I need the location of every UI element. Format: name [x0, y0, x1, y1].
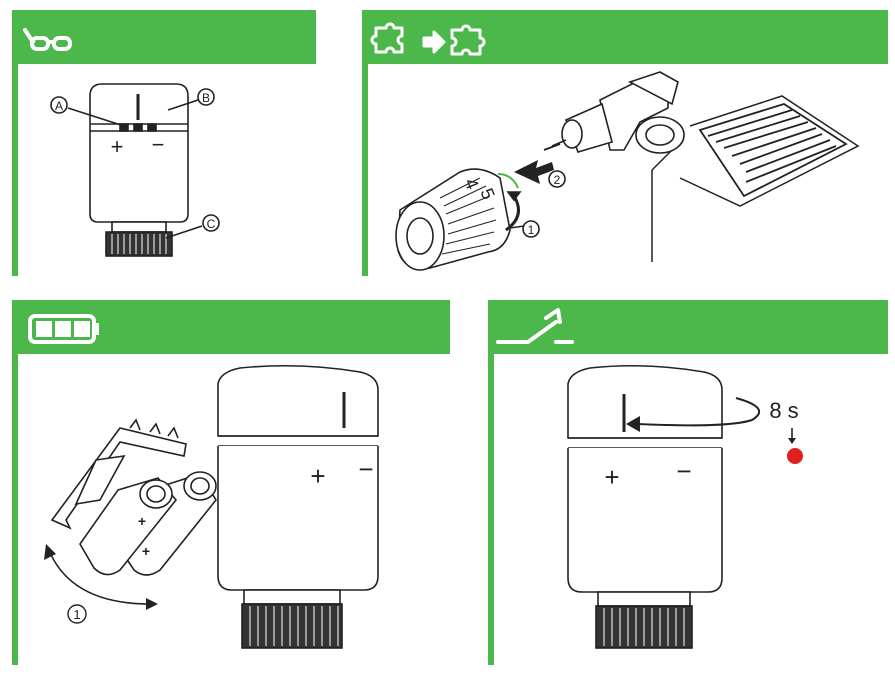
- arrowhead-icon: [44, 544, 56, 560]
- scale-minus: −: [152, 132, 165, 157]
- panel-reset-frame: [488, 300, 888, 665]
- thermostat-battery: [217, 364, 379, 649]
- callout-c: C: [207, 217, 216, 231]
- polarity-plus-2: +: [142, 543, 150, 559]
- panel-side-bar: [488, 350, 494, 665]
- battery-cover-illustration: [50, 418, 187, 530]
- scale-plus: +: [604, 462, 619, 492]
- arrowhead-icon: [788, 438, 796, 444]
- callout-a: A: [55, 99, 63, 113]
- scale-minus: −: [358, 454, 373, 484]
- glasses-icon: [23, 28, 72, 51]
- thermostat-reset: [567, 364, 723, 649]
- arrowhead-icon: [146, 598, 158, 610]
- step-1-marker: 1: [528, 223, 535, 237]
- hold-time-label: 8 s: [769, 398, 798, 423]
- panel-installation-frame: [362, 10, 888, 276]
- radiator-illustration: [651, 95, 860, 262]
- scale-minus: −: [676, 456, 691, 486]
- callout-b: B: [202, 91, 210, 105]
- rotation-arrow-icon: [47, 547, 151, 605]
- panel-side-bar: [362, 60, 368, 276]
- battery-full-icon: [28, 314, 99, 344]
- scale-plus: +: [111, 134, 124, 159]
- battery-cells-illustration: [79, 471, 217, 576]
- battery-step-1-marker: 1: [73, 607, 80, 622]
- push-arrow-icon: [514, 143, 561, 184]
- valve-illustration: [551, 71, 685, 154]
- step-2-marker: 2: [554, 173, 561, 187]
- panel-header-bar: [362, 10, 888, 64]
- thermostat-overview: [50, 83, 220, 257]
- panel-side-bar: [12, 60, 18, 276]
- press-arrow-icon: [637, 397, 761, 427]
- scale-plus: +: [310, 461, 325, 491]
- panel-side-bar: [12, 350, 18, 665]
- step-marker-circle: [67, 604, 87, 624]
- thermostat-head-installation: [395, 168, 566, 271]
- panel-header-bar: [488, 300, 888, 354]
- arrowhead-icon: [626, 416, 640, 432]
- polarity-plus-1: +: [138, 513, 146, 529]
- led-red-indicator: [787, 448, 803, 464]
- puzzle-connect-icon: [370, 22, 486, 56]
- switch-icon: [496, 308, 574, 344]
